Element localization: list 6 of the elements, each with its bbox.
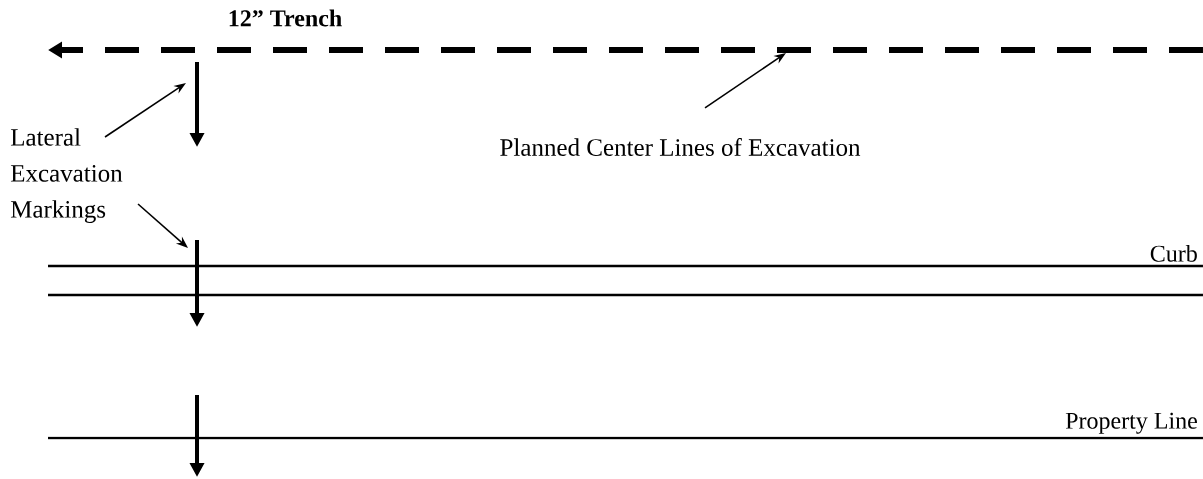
callout-text: Planned Center Lines of Excavation (500, 138, 861, 156)
callout-text: Lateral Excavation Markings (10, 128, 123, 223)
property-line-label: Property Line (1065, 412, 1197, 434)
heading-label: 12” Trench (229, 9, 342, 27)
leader-line (137, 203, 188, 248)
curb-label: Curb (1150, 244, 1197, 262)
